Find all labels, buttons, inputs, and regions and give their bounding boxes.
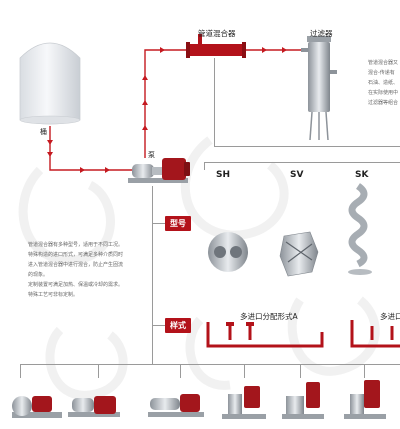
connector-line <box>152 223 165 224</box>
description-line: 石油、造纸、 <box>368 80 399 86</box>
model-sk-label: SK <box>355 170 369 180</box>
styles-section-label: 样式 <box>165 318 191 333</box>
description-line: 过滤器等组合 <box>368 100 399 106</box>
model-sh-label: SH <box>216 170 231 180</box>
connector-line <box>204 162 205 170</box>
mixer-features-text: 管道混合器有多种型号，适用于不同工况。 特殊构造的进口形式，可满足多种介质同时 … <box>28 240 148 300</box>
connector-line <box>204 162 400 163</box>
mixer-label: 管道混合器 <box>198 29 236 38</box>
connector-line <box>152 186 153 364</box>
description-line: 在实际使用中 <box>368 90 399 96</box>
feature-line: 管道混合器有多种型号，适用于不同工况。 <box>28 242 124 248</box>
feature-line: 特殊构造的进口形式，可满足多种介质同时 <box>28 252 124 258</box>
connector-line <box>98 364 99 378</box>
model-sv-label: SV <box>290 170 304 180</box>
connector-line <box>364 364 365 378</box>
feature-line: 的现象。 <box>28 272 49 278</box>
feature-line: 进入管道混合器中进行混合，防止产生固流 <box>28 262 124 268</box>
connector-line <box>300 364 301 378</box>
connector-line <box>214 146 400 147</box>
connector-line <box>152 325 165 326</box>
tank-label: 桶 <box>40 128 47 136</box>
connector-line <box>180 364 181 378</box>
connector-line <box>214 58 215 146</box>
connector-line <box>244 364 245 378</box>
description-line: 管道混合器又 <box>368 60 399 66</box>
connector-line <box>20 364 21 378</box>
description-line: 混合-传递有 <box>368 70 395 76</box>
style-b-label: 多进口分 <box>380 312 400 321</box>
feature-line: 特殊工艺可非标定制。 <box>28 292 79 298</box>
mixer-description: 管道混合器又 混合-传递有 石油、造纸、 在实际使用中 过滤器等组合 <box>368 58 400 108</box>
filter-label: 过滤器 <box>310 29 333 38</box>
models-section-label: 型号 <box>165 216 191 231</box>
connector-line <box>20 364 400 365</box>
feature-line: 定制装置可满足加热、保温或冷却的需求。 <box>28 282 124 288</box>
style-b-label-wrapper: 多进口分 <box>380 311 400 322</box>
pump-label: 泵 <box>148 151 155 159</box>
style-a-label: 多进口分配形式A <box>240 312 298 321</box>
